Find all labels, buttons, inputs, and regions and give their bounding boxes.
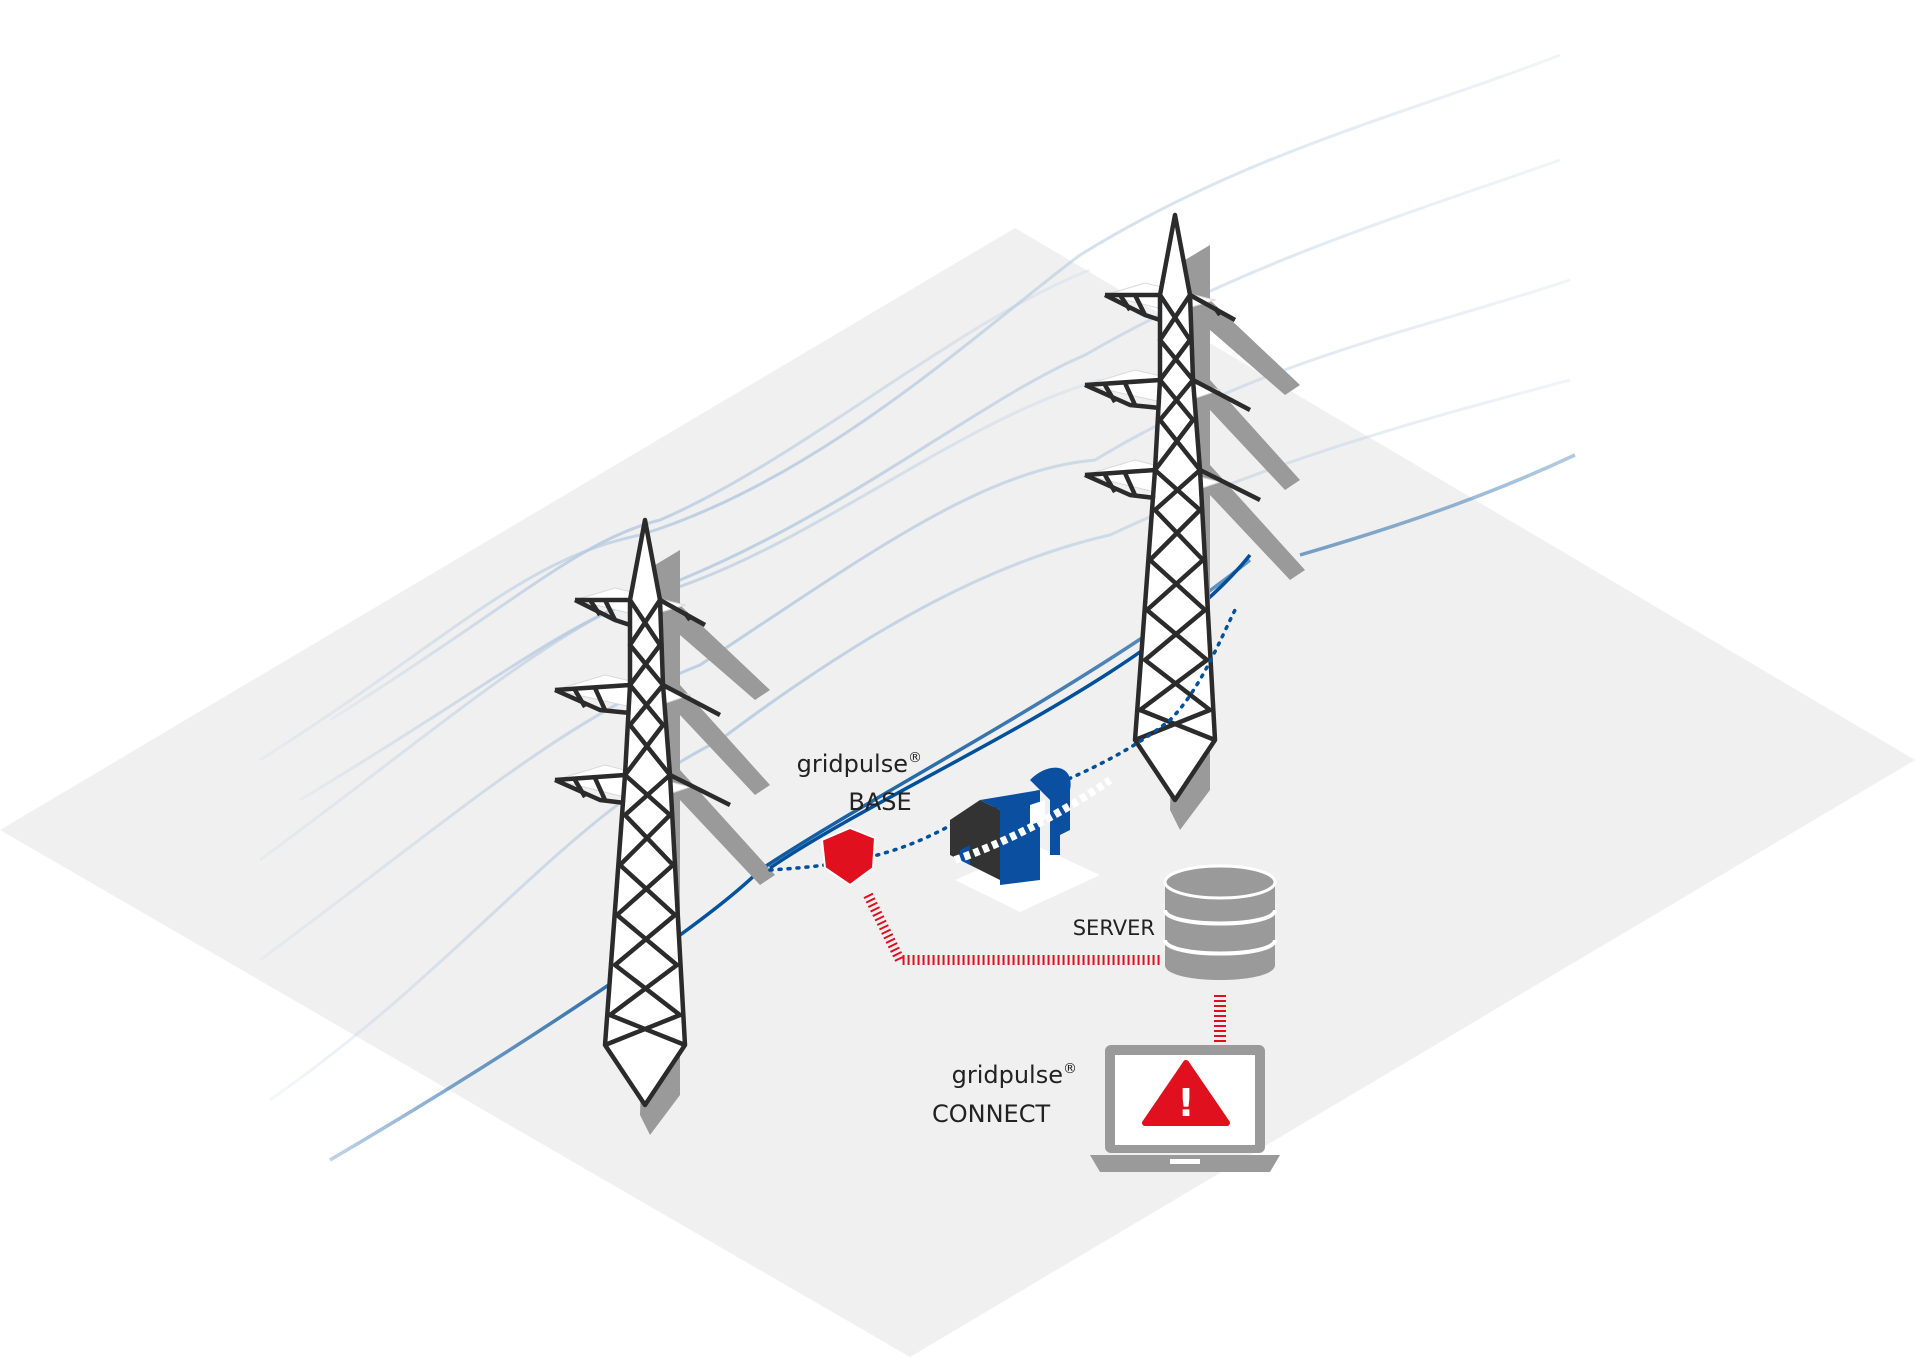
label-connect: gridpulse® [952, 1061, 1077, 1089]
label-server: SERVER [1073, 916, 1155, 940]
label-base-product: BASE [848, 788, 911, 816]
server-icon [1163, 864, 1277, 980]
label-connect-product: CONNECT [932, 1100, 1050, 1128]
ground-plane [0, 228, 1915, 1357]
alert-glyph: ! [1177, 1081, 1194, 1125]
substation-icon [950, 767, 1113, 912]
gridpulse-base-device [820, 826, 877, 887]
data-link-base-server [863, 892, 1160, 965]
label-base: gridpulse® [797, 750, 922, 778]
alert-icon: ! [1142, 1060, 1230, 1126]
